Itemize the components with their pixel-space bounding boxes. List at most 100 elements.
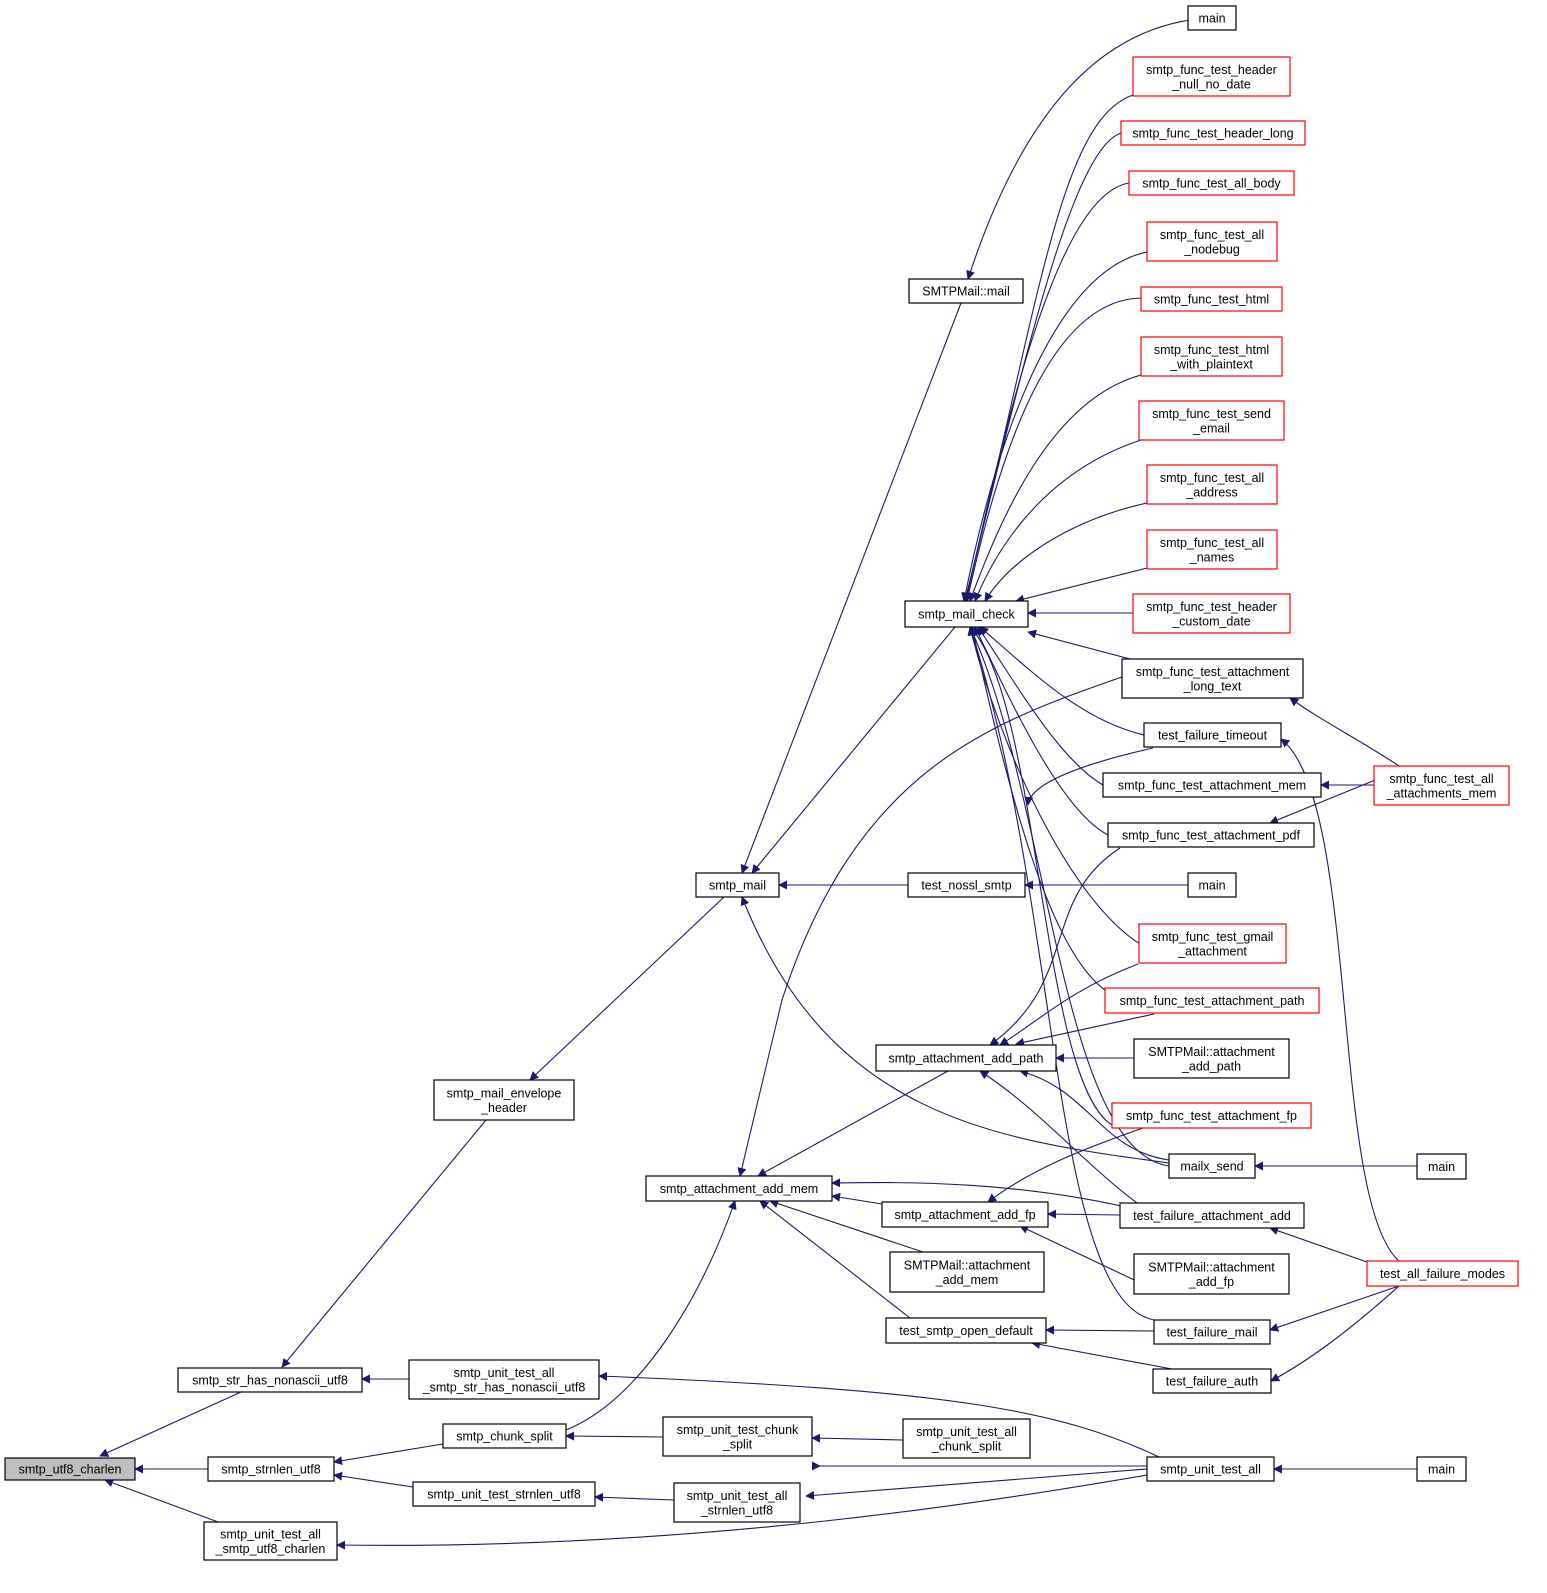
- call-edge: [737, 671, 1137, 1177]
- graph-node-main2[interactable]: main: [1187, 872, 1237, 898]
- call-edge: [1015, 1013, 1155, 1047]
- graph-node-f-names[interactable]: smtp_func_test_all_names: [1146, 529, 1278, 570]
- node-box: [1146, 529, 1278, 570]
- node-label: SMTPMail::attachment: [1148, 1045, 1275, 1059]
- graph-node-f-html[interactable]: smtp_func_test_html: [1140, 286, 1283, 312]
- node-label: test_failure_mail: [1166, 1326, 1257, 1340]
- call-edge: [1015, 567, 1148, 604]
- node-box: [412, 1481, 596, 1507]
- graph-node-f-all-att-mem[interactable]: smtp_func_test_all_attachments_mem: [1373, 765, 1510, 806]
- graph-node-envhdr[interactable]: smtp_mail_envelope_header: [433, 1079, 575, 1121]
- node-label: _add_mem: [935, 1273, 999, 1287]
- call-edge: [973, 439, 1142, 602]
- call-edge: [805, 1468, 1148, 1500]
- graph-node-main4[interactable]: main: [1416, 1456, 1467, 1482]
- call-edge: [565, 1200, 737, 1431]
- node-label: smtp_func_test_attachment: [1136, 665, 1290, 679]
- call-edge: [968, 374, 1142, 602]
- graph-node-f-custom[interactable]: smtp_func_test_header_custom_date: [1132, 593, 1291, 634]
- call-edge: [1289, 697, 1400, 767]
- node-box: [1104, 987, 1320, 1014]
- graph-node-cpp-add-mem[interactable]: SMTPMail::attachment_add_mem: [889, 1251, 1045, 1293]
- graph-node-cpp-add-fp[interactable]: SMTPMail::attachment_add_fp: [1133, 1253, 1290, 1295]
- node-label: test_failure_attachment_add: [1133, 1209, 1291, 1223]
- call-edge: [594, 1492, 675, 1502]
- graph-node-add-fp[interactable]: smtp_attachment_add_fp: [881, 1201, 1049, 1228]
- graph-node-add-path[interactable]: smtp_attachment_add_path: [875, 1044, 1057, 1072]
- graph-node-f-long[interactable]: smtp_func_test_header_long: [1120, 120, 1306, 146]
- node-box: [1143, 722, 1282, 748]
- call-edge: [967, 626, 1141, 945]
- node-label: smtp_func_test_html: [1154, 343, 1269, 357]
- call-edge: [333, 1471, 414, 1488]
- node-label: smtp_func_test_all: [1389, 772, 1493, 786]
- graph-node-f-att-pdf[interactable]: smtp_func_test_attachment_pdf: [1107, 822, 1315, 848]
- call-edge: [969, 626, 1113, 1126]
- node-label: _attachment: [1177, 944, 1247, 958]
- node-box: [1152, 1368, 1272, 1394]
- graph-node-f-null[interactable]: smtp_func_test_header_null_no_date: [1132, 56, 1291, 97]
- graph-node-mail-check[interactable]: smtp_mail_check: [904, 600, 1029, 628]
- graph-node-chunk[interactable]: smtp_chunk_split: [442, 1423, 567, 1449]
- node-label: test_failure_timeout: [1158, 729, 1268, 743]
- graph-node-t-mail[interactable]: test_failure_mail: [1153, 1319, 1271, 1345]
- graph-node-ut-all-chunk[interactable]: smtp_unit_test_all_chunk_split: [902, 1418, 1031, 1459]
- node-label: SMTPMail::mail: [922, 285, 1010, 299]
- graph-node-f-att-mem[interactable]: smtp_func_test_attachment_mem: [1102, 772, 1322, 798]
- call-edge: [811, 1433, 904, 1443]
- node-box: [4, 1457, 136, 1481]
- call-edge: [1269, 1285, 1400, 1332]
- graph-node-open-default[interactable]: test_smtp_open_default: [885, 1317, 1047, 1344]
- graph-node-nonascii[interactable]: smtp_str_has_nonascii_utf8: [177, 1367, 363, 1393]
- graph-node-ut-strlen[interactable]: smtp_unit_test_strnlen_utf8: [412, 1481, 596, 1507]
- call-edge: [759, 1200, 911, 1319]
- graph-node-add-mem[interactable]: smtp_attachment_add_mem: [645, 1175, 833, 1202]
- call-edge: [831, 1192, 883, 1205]
- graph-node-f-nodebug[interactable]: smtp_func_test_all_nodebug: [1146, 221, 1278, 262]
- graph-node-f-gmail[interactable]: smtp_func_test_gmail_attachment: [1138, 923, 1287, 964]
- node-box: [1168, 1153, 1256, 1179]
- node-label: _long_text: [1183, 679, 1242, 693]
- call-edge: [979, 1070, 1138, 1204]
- graph-node-f-address[interactable]: smtp_func_test_all_address: [1146, 464, 1278, 505]
- node-label: smtp_func_test_attachment_fp: [1126, 1109, 1297, 1123]
- graph-node-main3[interactable]: main: [1416, 1153, 1467, 1180]
- graph-node-ut-all-strlen[interactable]: smtp_unit_test_all_strnlen_utf8: [673, 1482, 801, 1523]
- graph-node-smtp-mail[interactable]: smtp_mail: [695, 872, 780, 898]
- node-label: smtp_func_test_all: [1160, 228, 1264, 242]
- call-edge: [1047, 1209, 1121, 1219]
- graph-node-t-all-fail[interactable]: test_all_failure_modes: [1366, 1260, 1519, 1287]
- graph-node-mailx[interactable]: mailx_send: [1168, 1153, 1256, 1179]
- nodes: smtp_utf8_charlen smtp_str_has_nonascii_u…: [4, 5, 1519, 1561]
- graph-node-f-send[interactable]: smtp_func_test_send_email: [1138, 400, 1285, 441]
- node-label: _add_path: [1181, 1059, 1241, 1073]
- graph-node-strlen[interactable]: smtp_strnlen_utf8: [207, 1456, 335, 1482]
- graph-node-ut-all[interactable]: smtp_unit_test_all: [1146, 1456, 1275, 1482]
- graph-node-f-body[interactable]: smtp_func_test_all_body: [1128, 170, 1295, 196]
- graph-node-cpp-add-path[interactable]: SMTPMail::attachment_add_path: [1133, 1038, 1290, 1079]
- call-edge: [336, 1474, 1148, 1550]
- graph-node-ut-nonascii[interactable]: smtp_unit_test_all_smtp_str_has_nonascii…: [408, 1359, 600, 1400]
- graph-node-nossl[interactable]: test_nossl_smtp: [907, 872, 1026, 898]
- node-label: smtp_utf8_charlen: [19, 1463, 122, 1477]
- graph-node-t-att-add[interactable]: test_failure_attachment_add: [1119, 1202, 1305, 1229]
- graph-node-ut-chunk[interactable]: smtp_unit_test_chunk_split: [662, 1416, 813, 1457]
- graph-node-cpp-mail[interactable]: SMTPMail::mail: [908, 278, 1024, 304]
- node-label: smtp_mail_envelope: [447, 1086, 562, 1100]
- graph-node-ut-charlen[interactable]: smtp_unit_test_all_smtp_utf8_charlen: [203, 1521, 338, 1561]
- graph-node-f-att-fp[interactable]: smtp_func_test_attachment_fp: [1111, 1102, 1312, 1129]
- graph-node-t-auth[interactable]: test_failure_auth: [1152, 1368, 1272, 1394]
- graph-node-t-timeout[interactable]: test_failure_timeout: [1143, 722, 1282, 748]
- graph-node-f-att-path[interactable]: smtp_func_test_attachment_path: [1104, 987, 1320, 1014]
- node-box: [1107, 822, 1315, 848]
- graph-node-root[interactable]: smtp_utf8_charlen: [4, 1457, 136, 1481]
- graph-node-f-html-pt[interactable]: smtp_func_test_html_with_plaintext: [1140, 336, 1283, 377]
- node-box: [1153, 1319, 1271, 1345]
- node-label: smtp_unit_test_chunk: [677, 1423, 799, 1437]
- graph-node-f-longtext[interactable]: smtp_func_test_attachment_long_text: [1121, 658, 1304, 699]
- node-box: [442, 1423, 567, 1449]
- call-edge: [968, 626, 1155, 1321]
- node-label: test_failure_auth: [1166, 1375, 1258, 1389]
- node-label: SMTPMail::attachment: [1148, 1260, 1275, 1274]
- graph-node-main1[interactable]: main: [1187, 5, 1237, 31]
